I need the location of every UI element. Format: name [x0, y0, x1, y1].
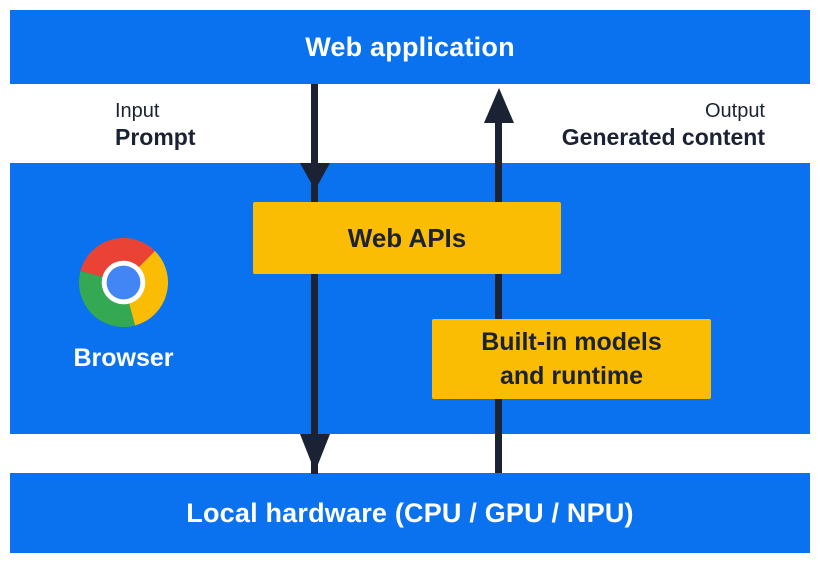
arrow-down-icon [300, 163, 330, 190]
arrow-up-icon [484, 88, 514, 123]
input-label-group: Input Prompt [115, 99, 196, 152]
chrome-logo-icon [79, 238, 168, 327]
output-title: Output [704, 100, 765, 122]
web-application-band: Web application [10, 10, 810, 84]
web-apis-label: Web APIs [347, 222, 467, 253]
built-in-models-box: Built-in models and runtime [432, 319, 711, 399]
built-in-models-label-line1: Built-in models [481, 328, 662, 356]
input-title: Input [115, 100, 160, 122]
web-apis-box: Web APIs [253, 202, 561, 274]
local-hardware-band: Local hardware (CPU / GPU / NPU) [10, 473, 810, 553]
input-value-prompt: Prompt [115, 124, 196, 150]
output-value-generated-content: Generated content [561, 124, 765, 150]
web-application-label: Web application [305, 31, 515, 62]
output-label-group: Output Generated content [562, 99, 765, 152]
local-hardware-label: Local hardware (CPU / GPU / NPU) [186, 497, 634, 528]
built-in-models-label-line2: and runtime [499, 362, 644, 390]
arrow-down-icon [300, 434, 330, 472]
browser-label: Browser [73, 344, 174, 372]
input-flow-arrow-line [311, 84, 318, 474]
output-flow-arrow-line [495, 120, 502, 473]
